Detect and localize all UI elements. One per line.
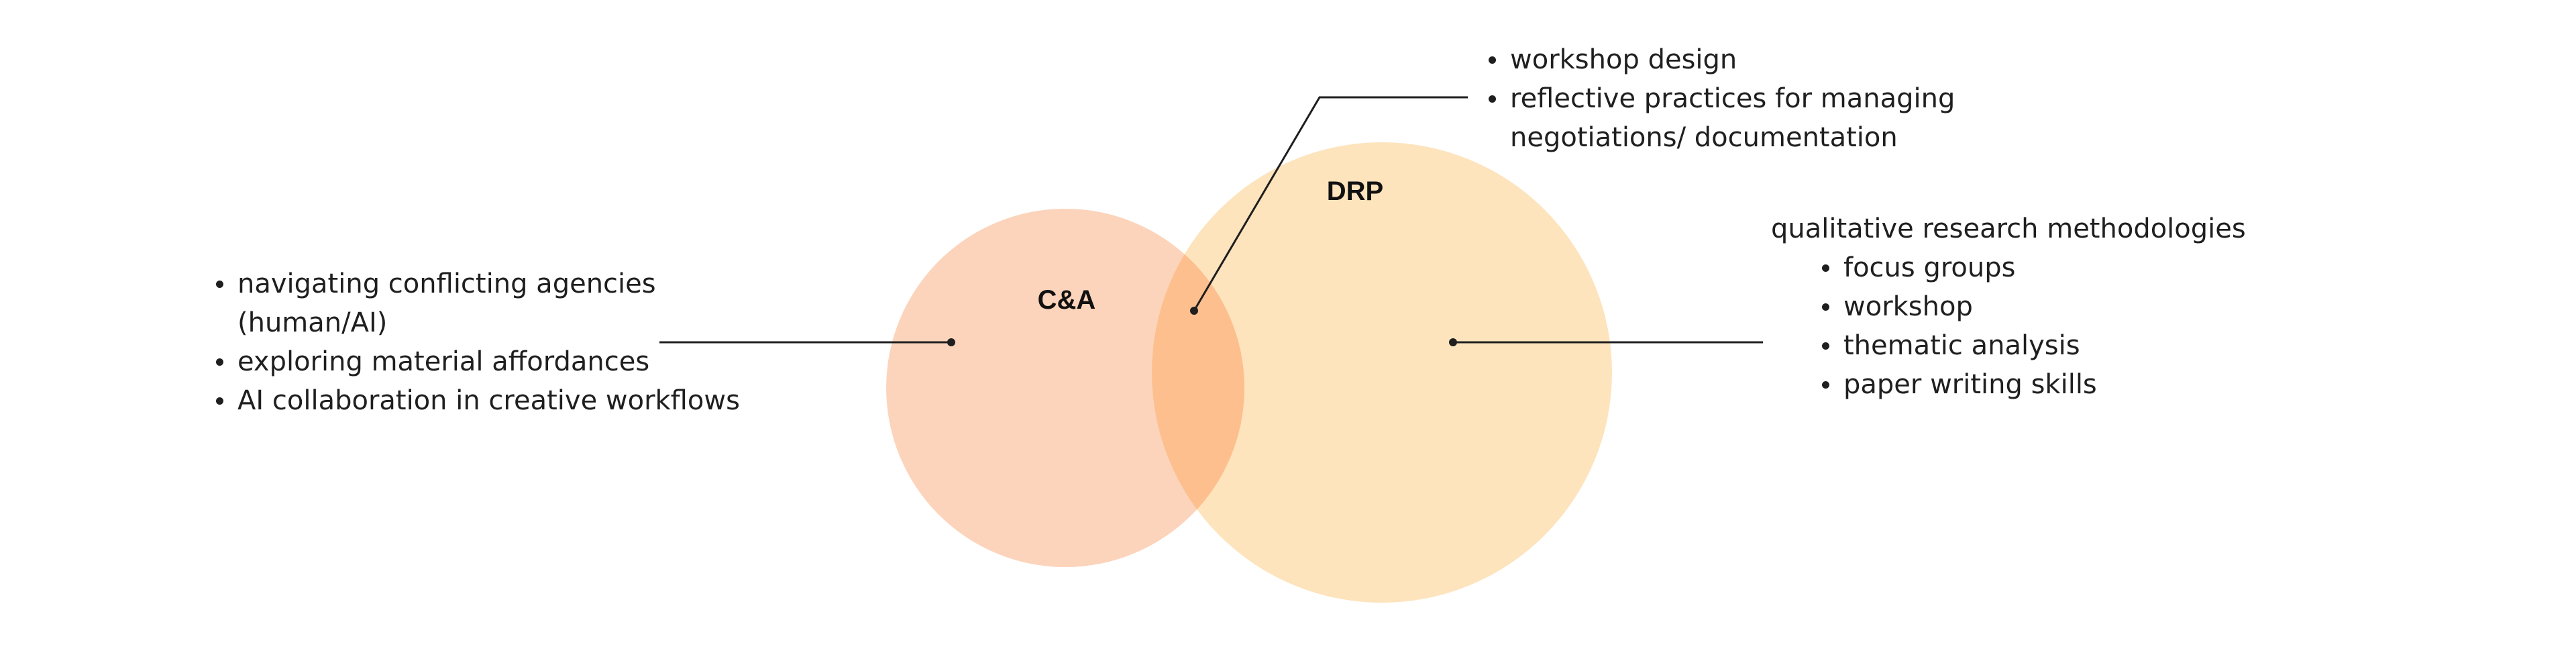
list-item-continuation: (human/AI)	[237, 307, 388, 338]
callout-left-ca: navigating conflicting agencies (human/A…	[213, 264, 740, 420]
connector-dot-top	[1190, 307, 1198, 315]
callout-right-heading: qualitative research methodologies	[1771, 213, 2246, 244]
connector-line-top	[1193, 96, 1468, 311]
list-item: thematic analysis	[1819, 326, 2246, 365]
circle-label-ca: C&A	[1038, 285, 1096, 315]
circle-label-drp: DRP	[1327, 177, 1383, 206]
callout-right-list: focus groups workshop thematic analysis …	[1771, 248, 2246, 404]
list-item: AI collaboration in creative workflows	[213, 381, 740, 420]
list-item: exploring material affordances	[213, 342, 740, 381]
circle-ca	[886, 209, 1244, 567]
connector-dot-left	[947, 338, 955, 346]
circle-drp	[1152, 142, 1612, 603]
list-item-continuation: negotiations/ documentation	[1510, 122, 1898, 153]
callout-top-overlap: workshop design reflective practices for…	[1486, 40, 1955, 157]
callout-right-drp: qualitative research methodologies focus…	[1771, 209, 2246, 404]
connector-dot-right	[1449, 338, 1457, 346]
list-item: focus groups	[1819, 248, 2246, 287]
callout-top-list: workshop design reflective practices for…	[1486, 40, 1955, 157]
list-item: workshop	[1819, 287, 2246, 326]
list-item: reflective practices for managing	[1486, 79, 1955, 118]
list-item: navigating conflicting agencies	[213, 264, 740, 303]
list-item: workshop design	[1486, 40, 1955, 79]
callout-left-list: navigating conflicting agencies (human/A…	[213, 264, 740, 420]
list-item: paper writing skills	[1819, 365, 2246, 404]
